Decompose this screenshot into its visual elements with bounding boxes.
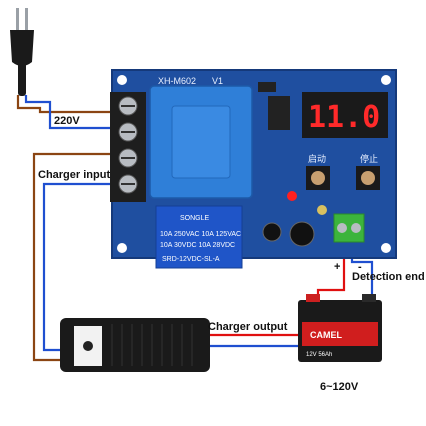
detection-terminal bbox=[333, 213, 365, 243]
charger-input-label: Charger input bbox=[38, 169, 110, 181]
status-led bbox=[287, 191, 297, 201]
minus-sign: - bbox=[358, 261, 362, 273]
charger-input-wire-blue bbox=[42, 182, 126, 352]
detection-end-label: Detection end bbox=[352, 271, 425, 283]
relay-brand: SONGLE bbox=[180, 215, 210, 222]
relay-rating-2: 10A 30VDC 10A 28VDC bbox=[160, 242, 235, 249]
battery-brand: CAMEL bbox=[310, 330, 342, 340]
battery-spec: 12V 56Ah bbox=[306, 352, 332, 358]
start-button[interactable] bbox=[306, 166, 330, 190]
battery: CAMEL 12V 56Ah bbox=[298, 294, 382, 362]
stop-button[interactable] bbox=[356, 166, 380, 190]
screw-terminal-block bbox=[110, 92, 146, 202]
mains-wire-live bbox=[16, 95, 127, 114]
relay: SONGLE 10A 250VAC 10A 125VAC 10A 30VDC 1… bbox=[155, 205, 243, 269]
charger-input-wire-brown bbox=[32, 152, 126, 362]
display-value: 11.0 bbox=[308, 100, 380, 135]
board-model-label: XH-M602 bbox=[158, 76, 196, 86]
capacitors bbox=[262, 205, 327, 247]
start-button-label: 启动 bbox=[308, 153, 326, 164]
board-version-label: V1 bbox=[212, 76, 223, 86]
plus-sign: + bbox=[334, 261, 340, 273]
mains-wire-neutral bbox=[24, 95, 126, 130]
charger-output-label: Charger output bbox=[208, 321, 288, 333]
relay-model: SRD-12VDC-SL-A bbox=[162, 256, 220, 263]
battery-range-label: 6~120V bbox=[320, 381, 359, 393]
xh-m602-board: XH-M602 V1 11.0 启动 停止 bbox=[110, 69, 397, 269]
mains-label: 220V bbox=[54, 115, 80, 127]
charger bbox=[60, 318, 210, 372]
led-display: 11.0 bbox=[302, 92, 388, 138]
stop-button-label: 停止 bbox=[360, 153, 378, 164]
transformer bbox=[149, 85, 253, 199]
mcu-chip bbox=[268, 96, 290, 130]
power-plug-icon bbox=[10, 8, 34, 96]
relay-rating-1: 10A 250VAC 10A 125VAC bbox=[160, 231, 241, 238]
